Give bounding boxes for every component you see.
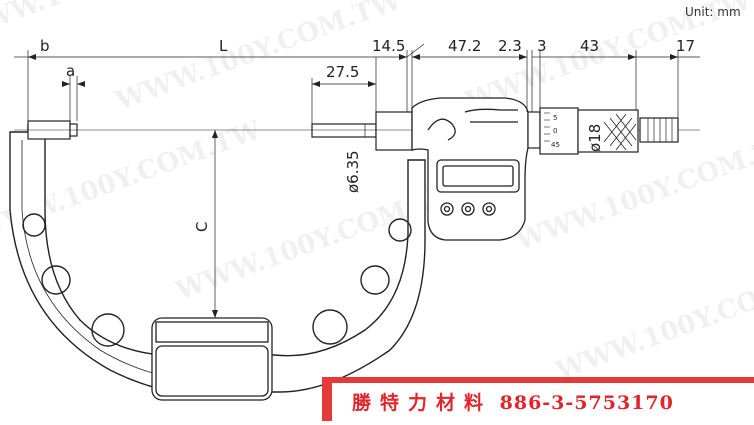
dim-label-43: 43: [580, 37, 599, 55]
banner-text: 勝特力材料 886-3-5753170: [352, 388, 674, 415]
watermark-text: WWW.100Y.COM.TW: [111, 0, 406, 117]
thimble-mark: 45: [551, 141, 560, 149]
banner-company-name: 勝特力材料: [352, 392, 493, 414]
dim-label-b: b: [40, 37, 50, 55]
dim-label-L: L: [219, 37, 228, 55]
dim-label-47-2: 47.2: [448, 37, 481, 55]
dimension-arrows: [28, 54, 678, 318]
thimble-assembly: [527, 107, 679, 155]
thimble-mark: 5: [553, 114, 557, 122]
dim-label-phi-18: ø18: [586, 124, 604, 152]
dim-label-27-5: 27.5: [326, 63, 359, 81]
dim-label-14-5: 14.5: [372, 37, 405, 55]
dim-label-phi-6-35: ø6.35: [344, 150, 362, 193]
digital-head: [411, 97, 529, 241]
watermark-text: WWW.100Y.COM.TW: [0, 0, 246, 47]
dim-label-2-3: 2.3: [498, 37, 522, 55]
dim-label-3: 3: [537, 37, 547, 55]
unit-label: Unit: mm: [685, 5, 741, 19]
frame-label-plate: [151, 317, 273, 401]
banner-phone: 886-3-5753170: [499, 392, 674, 414]
dim-label-a: a: [66, 62, 75, 80]
dim-label-17: 17: [676, 37, 695, 55]
dimension-lines: [14, 43, 700, 318]
banner-inner: 勝特力材料 886-3-5753170: [332, 383, 754, 421]
anvil-and-spindle: [27, 111, 413, 151]
dim-label-c: C: [193, 222, 211, 232]
contact-banner: 勝特力材料 886-3-5753170: [322, 377, 754, 421]
thimble-mark: 0: [553, 127, 557, 135]
watermark-text: WWW.100Y.COM.TW: [551, 255, 754, 387]
